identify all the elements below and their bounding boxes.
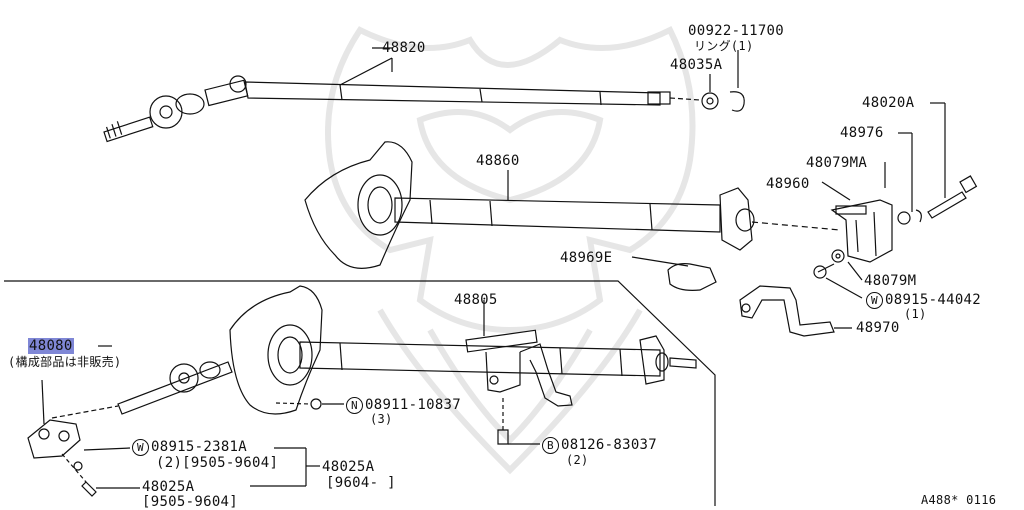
label-48025a-right-range: [9604- ]	[326, 475, 396, 491]
label-48025a-left[interactable]: 48025A	[142, 479, 195, 495]
w-marker: W	[866, 292, 883, 309]
label-48035a[interactable]: 48035A	[670, 57, 723, 73]
section-frame	[4, 280, 716, 506]
label-48960[interactable]: 48960	[766, 176, 810, 192]
label-08126-83037-text: 08126-83037	[561, 437, 658, 453]
label-48805[interactable]: 48805	[454, 292, 498, 308]
intermediate-shaft	[117, 361, 233, 415]
column-48805	[229, 285, 697, 415]
label-08911-10837-qty: (3)	[370, 412, 393, 426]
drawing-code: A488* 0116	[921, 493, 997, 507]
washer-48976	[897, 211, 911, 225]
label-48080-note: (構成部品は非販売)	[8, 355, 122, 369]
label-00922-11700[interactable]: 00922-11700	[688, 23, 785, 39]
n-marker: N	[346, 397, 363, 414]
nut-08911-10837	[310, 398, 322, 410]
b-marker: B	[542, 437, 559, 454]
label-48020a[interactable]: 48020A	[862, 95, 915, 111]
bracket-48960	[830, 199, 893, 263]
label-08915-44042-text: 08915-44042	[885, 292, 982, 308]
label-48079m[interactable]: 48079M	[864, 273, 917, 289]
nut-48035a	[701, 92, 719, 110]
lever-48970	[739, 285, 835, 337]
label-08915-44042-qty: (1)	[904, 307, 927, 321]
screw-48025a	[81, 481, 97, 497]
w-marker-2: W	[132, 439, 149, 456]
label-48976[interactable]: 48976	[840, 125, 884, 141]
label-08126-83037-qty: (2)	[566, 453, 589, 467]
drawing-lines	[4, 47, 978, 506]
label-08911-10837-text: 08911-10837	[365, 397, 462, 413]
bolt-48020a	[927, 191, 967, 219]
label-48025a-left-range: [9505-9604]	[142, 494, 239, 510]
label-48969e[interactable]: 48969E	[560, 250, 613, 266]
label-48025a-right[interactable]: 48025A	[322, 459, 375, 475]
column-48860	[304, 141, 841, 269]
ring-00922-11700	[729, 91, 745, 112]
label-08915-2381a-text: 08915-2381A	[151, 439, 248, 455]
shaft-48820	[103, 75, 701, 143]
label-48080[interactable]: 48080	[28, 338, 74, 354]
label-48970[interactable]: 48970	[856, 320, 900, 336]
label-48079ma[interactable]: 48079MA	[806, 155, 868, 171]
label-08915-2381a-qty: (2)[9505-9604]	[156, 455, 279, 471]
joint-48080	[27, 379, 119, 459]
label-ring: リング(1)	[694, 39, 754, 53]
label-48860[interactable]: 48860	[476, 153, 520, 169]
washer-08915-2381a	[73, 461, 83, 471]
watermark-emblem	[325, 25, 696, 475]
label-48820[interactable]: 48820	[382, 40, 426, 56]
label-48080-highlight: 48080	[28, 338, 74, 354]
clip-48969e	[667, 263, 717, 291]
